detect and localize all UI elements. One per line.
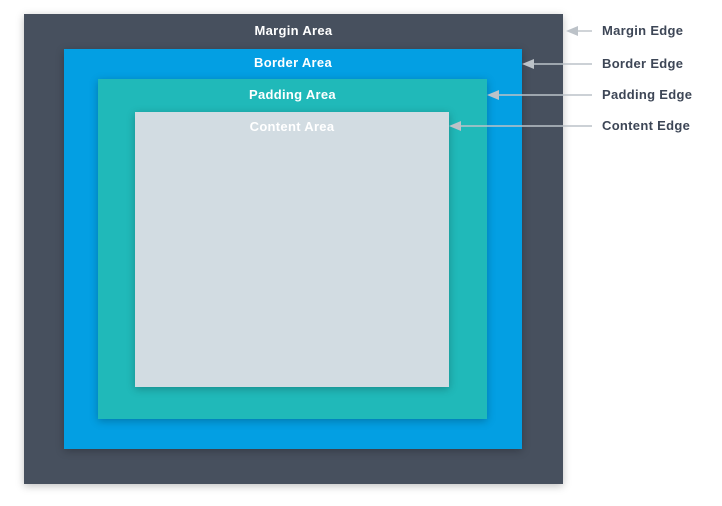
margin-area-label: Margin Area <box>254 23 333 38</box>
padding-area-label: Padding Area <box>249 87 336 102</box>
border-area-label: Border Area <box>254 55 332 70</box>
padding-edge-label: Padding Edge <box>602 87 693 102</box>
margin-edge-label: Margin Edge <box>602 23 684 38</box>
content-area-box: Content Area <box>135 112 449 387</box>
content-edge-label: Content Edge <box>602 118 691 133</box>
margin-edge-arrow <box>566 26 592 36</box>
content-area-label: Content Area <box>249 119 335 134</box>
border-edge-label: Border Edge <box>602 56 684 71</box>
